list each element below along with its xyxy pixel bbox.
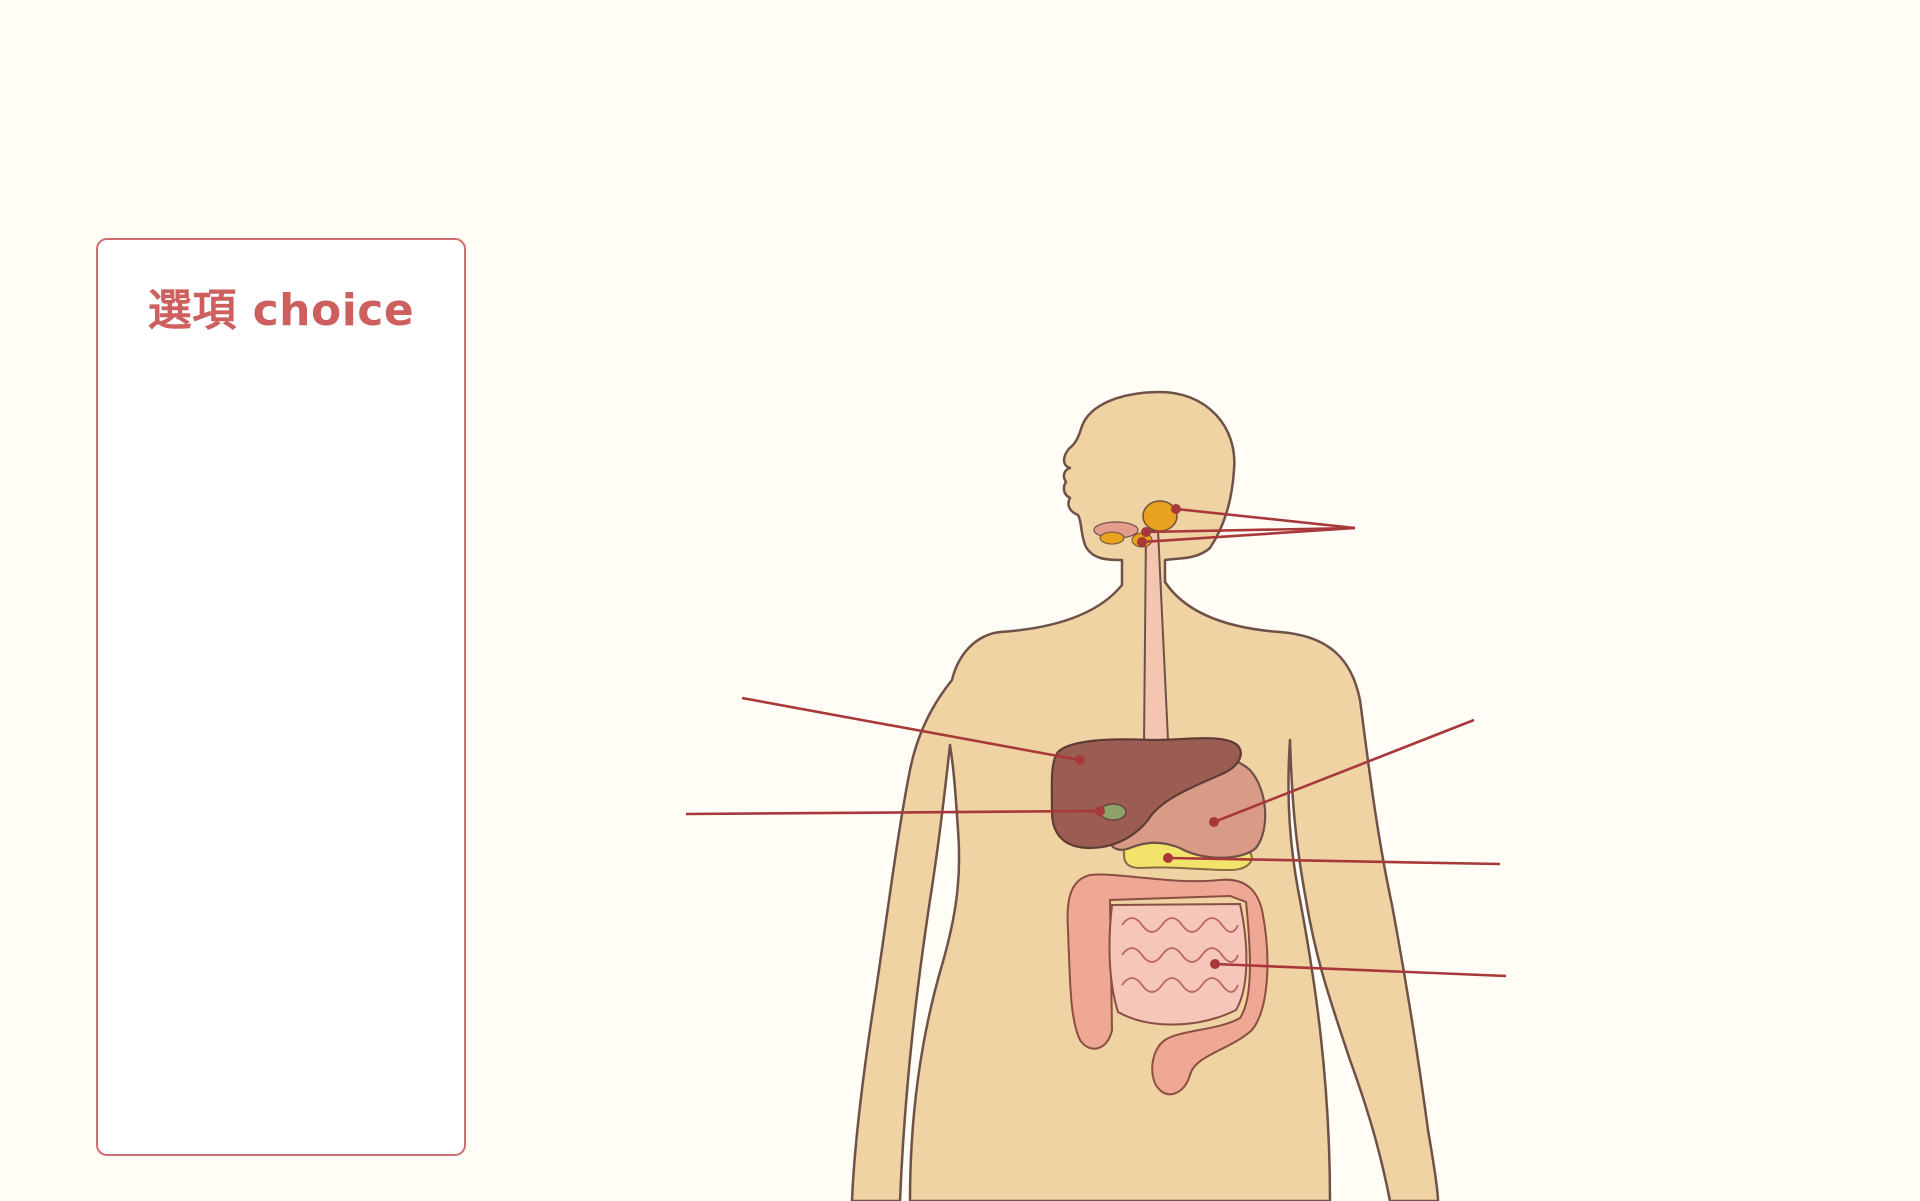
leader-dot-gallbladder [1095, 806, 1105, 816]
leader-dot-salivary-3 [1137, 537, 1147, 547]
leader-dot-pancreas [1163, 853, 1173, 863]
leader-dots [1075, 504, 1220, 969]
leader-dot-salivary-2 [1141, 527, 1151, 537]
liver [1050, 737, 1242, 850]
leader-lines [685, 507, 1507, 978]
leader-line-salivary-2 [1145, 526, 1356, 534]
leader-dot-small-intestine [1210, 959, 1220, 969]
large-intestine [1066, 873, 1269, 1096]
parotid-gland [1142, 500, 1178, 532]
leader-dot-liver [1075, 755, 1085, 765]
small-intestine [1108, 902, 1248, 1026]
leader-line-stomach [1213, 718, 1475, 824]
leader-line-gallbladder [685, 809, 1101, 816]
leader-line-salivary-1 [1175, 507, 1356, 530]
choice-panel[interactable]: 選項 choice [96, 238, 466, 1156]
leader-line-small-intestine [1214, 962, 1507, 978]
leader-line-pancreas [1167, 856, 1501, 866]
small-intestine-coils [1121, 917, 1239, 993]
leader-dot-stomach [1209, 817, 1219, 827]
leader-line-salivary-3 [1141, 526, 1356, 544]
sublingual-gland [1099, 531, 1125, 545]
leader-dot-salivary-1 [1171, 504, 1181, 514]
choice-title: 選項 choice [147, 285, 415, 336]
leader-line-liver [741, 696, 1081, 762]
